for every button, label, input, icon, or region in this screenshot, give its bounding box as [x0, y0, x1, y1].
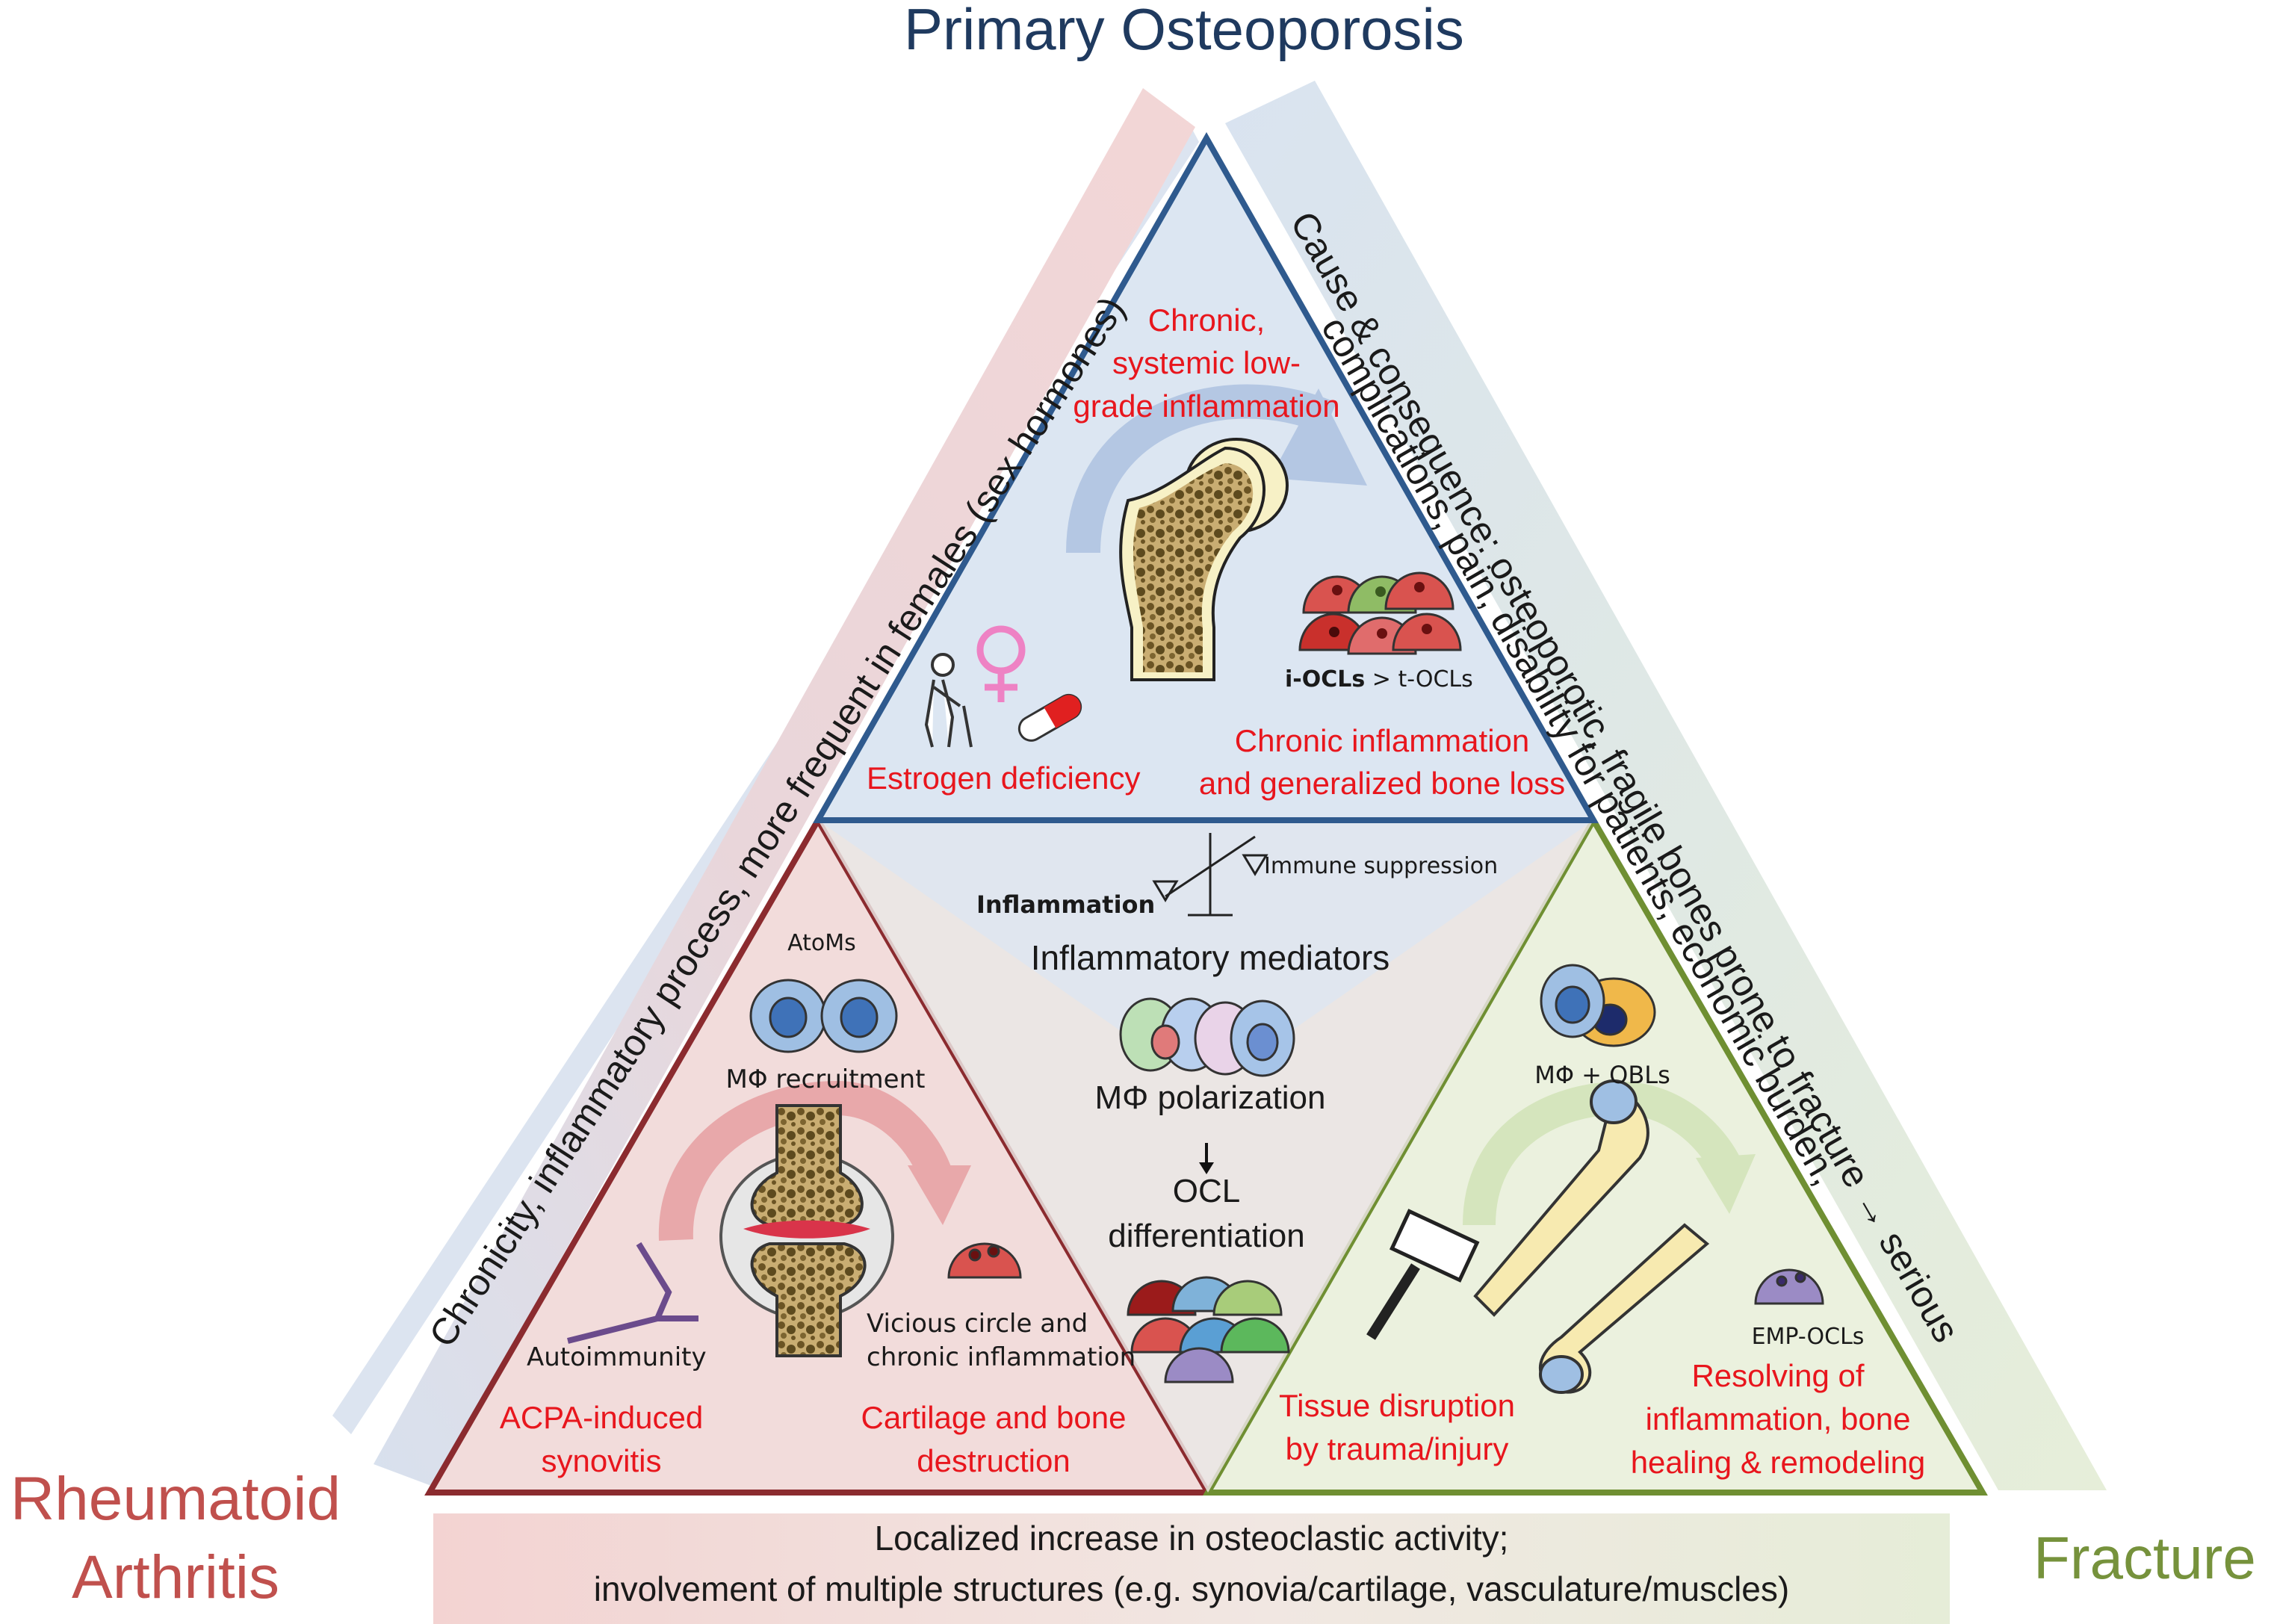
antibody-icon	[567, 1242, 698, 1344]
estrogen-deficiency-label: Estrogen deficiency	[867, 760, 1141, 796]
bone-icon	[1473, 1079, 1710, 1394]
title-fracture: Fracture	[2033, 1525, 2256, 1591]
title-primary-osteoporosis: Primary Osteoporosis	[904, 0, 1464, 62]
joint-icon	[719, 1104, 894, 1357]
bone-loss-label-2: and generalized bone loss	[1198, 766, 1566, 801]
female-symbol-icon	[976, 625, 1026, 702]
osteoclast-icon-left	[947, 1242, 1022, 1279]
bone-loss-label-1: Chronic inflammation	[1234, 723, 1530, 758]
center-triangle-top	[818, 820, 1593, 1046]
inflammatory-mediators-label: Inflammatory mediators	[1030, 938, 1390, 977]
title-rheumatoid: Rheumatoid	[10, 1465, 341, 1533]
macrophage-cluster-center	[1119, 997, 1295, 1077]
inflammation-label: Inflammation	[976, 890, 1156, 919]
right-band	[1225, 81, 2107, 1490]
top-inflammation-3: grade inflammation	[1073, 388, 1340, 424]
ocl-ratio-label: i-OCLs > t-OCLs	[1285, 666, 1473, 692]
left-cycle-arrow	[658, 1080, 955, 1241]
down-arrow	[1199, 1143, 1214, 1174]
cartilage-label-1: Cartilage and bone	[861, 1400, 1127, 1435]
tissue-disruption-label-2: by trauma/injury	[1285, 1431, 1509, 1466]
bottom-band-line-2: involvement of multiple structures (e.g.…	[593, 1569, 1790, 1608]
ocl-label: OCL	[1172, 1173, 1241, 1209]
emp-ocls-label: EMP-OCLs	[1751, 1324, 1865, 1350]
macrophage-osteoblast-label: MΦ + OBLs	[1534, 1061, 1670, 1089]
resolving-label-3: healing & remodeling	[1630, 1445, 1926, 1480]
tissue-disruption-label-1: Tissue disruption	[1279, 1388, 1515, 1423]
bottom-band	[433, 1513, 1950, 1624]
vicious-circle-label-1: Vicious circle and	[867, 1309, 1088, 1339]
cartilage-label-2: destruction	[917, 1443, 1071, 1478]
scale-icon	[1152, 833, 1268, 917]
title-arthritis: Arthritis	[72, 1543, 279, 1611]
elderly-person-icon	[924, 653, 973, 748]
left-band	[332, 88, 1199, 1487]
atoms-label: AtoMs	[787, 930, 856, 956]
osteoclast-cluster-top	[1298, 571, 1462, 655]
macrophage-icon-left	[749, 979, 898, 1053]
osteoclast-icon-right	[1754, 1268, 1824, 1305]
top-cycle-arrow	[1066, 384, 1337, 554]
t-ocls-label: > t-OCLs	[1365, 666, 1473, 692]
resolving-label-1: Resolving of	[1691, 1358, 1865, 1393]
macrophage-polarization-label: MΦ polarization	[1094, 1079, 1326, 1116]
bottom-band-line-1: Localized increase in osteoclastic activ…	[874, 1519, 1509, 1558]
hammer-icon	[1366, 1209, 1480, 1340]
immune-suppression-label: Immune suppression	[1264, 853, 1499, 879]
i-ocls-label: i-OCLs	[1285, 666, 1366, 692]
resolving-label-2: inflammation, bone	[1645, 1401, 1911, 1437]
top-inflammation-2: systemic low-	[1112, 345, 1301, 380]
acpa-label-1: ACPA-induced	[499, 1400, 704, 1435]
autoimmunity-label: Autoimmunity	[527, 1342, 707, 1372]
macrophage-recruitment-label: MΦ recruitment	[725, 1064, 926, 1094]
acpa-label-2: synovitis	[541, 1443, 662, 1478]
osteoclast-cluster-center	[1127, 1276, 1290, 1383]
top-inflammation-1: Chronic,	[1147, 303, 1265, 338]
femur-icon	[1119, 438, 1289, 681]
pill-icon	[1017, 693, 1082, 742]
vicious-circle-label-2: chronic inflammation	[867, 1342, 1136, 1372]
osteoblast-icon	[1540, 964, 1656, 1047]
differentiation-label: differentiation	[1108, 1218, 1305, 1254]
